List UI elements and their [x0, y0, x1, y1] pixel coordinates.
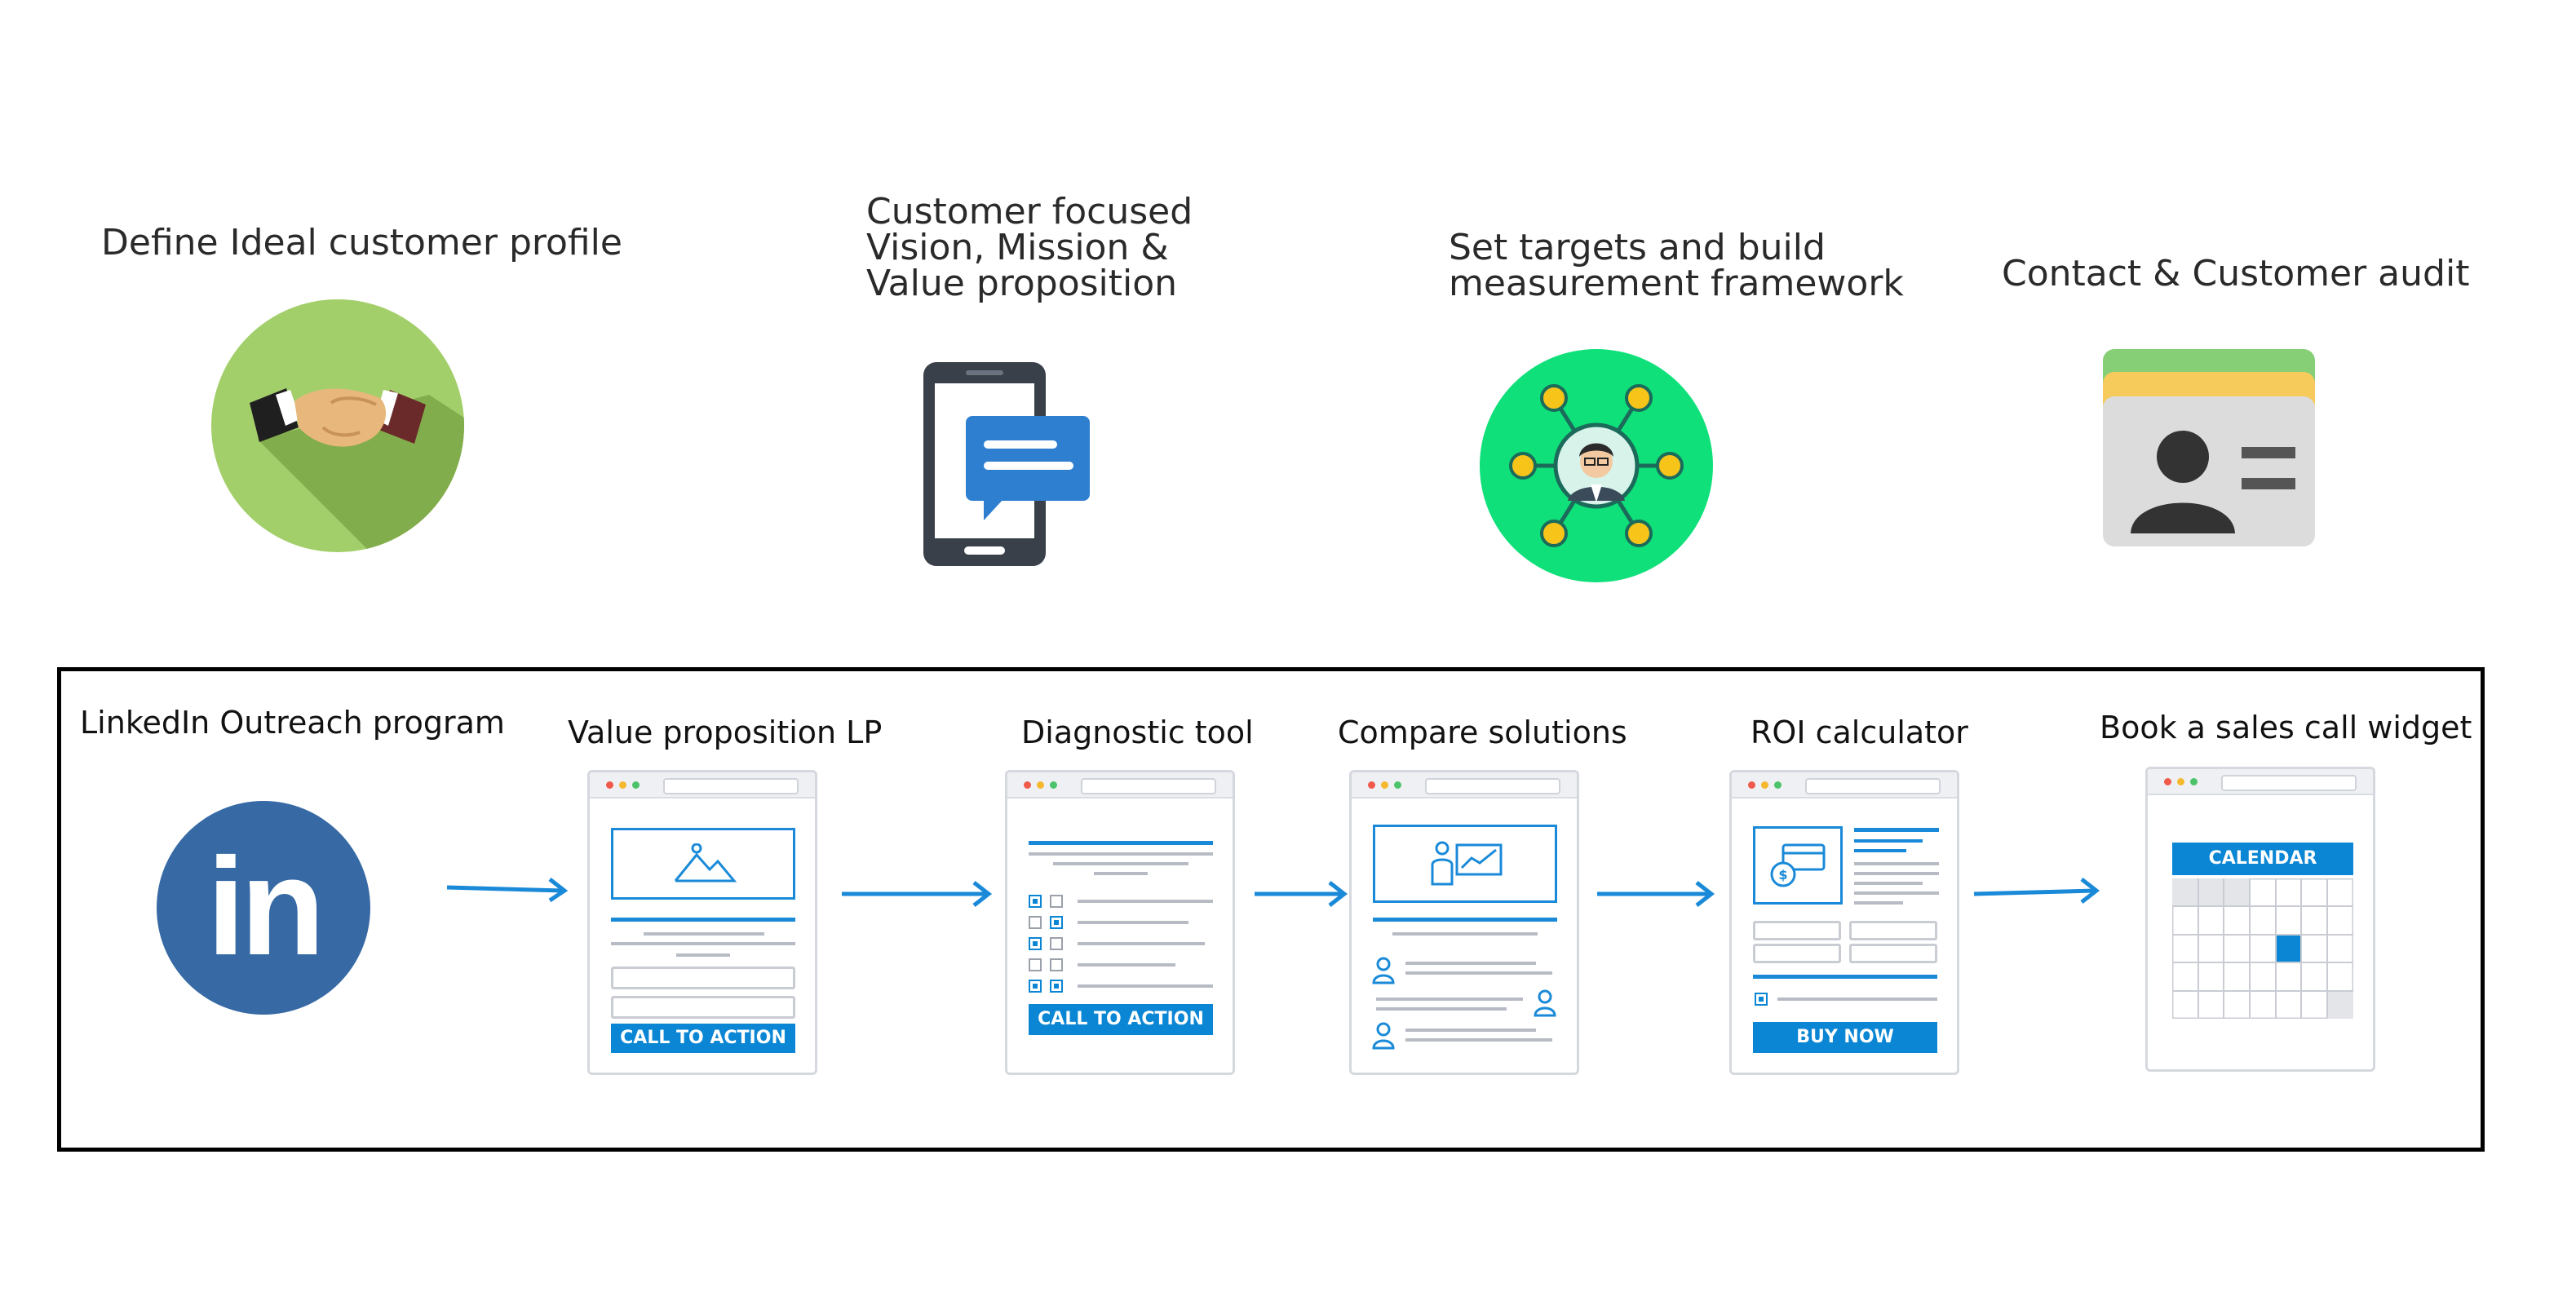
customer-journey-frame [57, 667, 2485, 1152]
step-title-audit: Contact & Customer audit [2002, 256, 2469, 292]
landing-page-icon: CALL TO ACTION [587, 770, 817, 1075]
step-title-line: Set targets and build [1449, 227, 1826, 268]
calendar-grid [2172, 878, 2353, 1019]
browser-bar [1732, 772, 1957, 798]
step-title-vision: Customer focused Vision, Mission & Value… [866, 194, 1193, 302]
step-title-line: measurement framework [1449, 263, 1904, 304]
flow-title-booking: Book a sales call widget [2100, 710, 2472, 745]
flow-arrow-2 [842, 881, 993, 907]
compare-page-icon [1349, 770, 1579, 1075]
payment-placeholder: $ [1753, 826, 1843, 905]
flow-title-value-lp: Value proposition LP [568, 714, 883, 750]
smartphone-chat-icon [923, 362, 1090, 566]
browser-bar [590, 772, 815, 798]
presentation-placeholder [1373, 825, 1557, 903]
handshake-icon [211, 299, 464, 552]
calculator-page-icon: $ BUY NOW [1729, 770, 1959, 1075]
linkedin-icon: in [157, 801, 370, 1015]
image-placeholder [611, 828, 795, 900]
flow-title-roi: ROI calculator [1751, 714, 1968, 750]
flow-title-compare: Compare solutions [1338, 714, 1627, 750]
call-to-action-button: CALL TO ACTION [1029, 1004, 1213, 1035]
step-title-line: Define Ideal customer profile [101, 222, 622, 263]
flow-arrow-3 [1255, 881, 1348, 907]
buy-now-button: BUY NOW [1753, 1022, 1937, 1053]
step-title-line: Value proposition [866, 263, 1178, 304]
step-title-line: Contact & Customer audit [2002, 253, 2470, 294]
calendar-page-icon: CALENDAR [2145, 767, 2375, 1072]
contact-card-icon [2103, 349, 2315, 546]
flow-title-diagnostic: Diagnostic tool [1021, 714, 1254, 750]
flow-arrow-5 [1973, 878, 2100, 904]
flow-arrow-4 [1597, 881, 1715, 907]
step-title-line: Vision, Mission & [866, 227, 1169, 268]
step-title-line: Customer focused [866, 191, 1193, 232]
flow-arrow-1 [446, 878, 569, 903]
browser-bar [1007, 772, 1233, 798]
browser-bar [1352, 772, 1577, 798]
network-person-icon [1480, 349, 1713, 582]
checklist-page-icon: CALL TO ACTION [1005, 770, 1235, 1075]
linkedin-logo-text: in [206, 829, 325, 984]
calendar-header: CALENDAR [2172, 843, 2353, 875]
browser-bar [2148, 769, 2373, 795]
flow-title-linkedin: LinkedIn Outreach program [80, 705, 505, 741]
step-title-icp: Define Ideal customer profile [101, 225, 622, 261]
step-title-targets: Set targets and build measurement framew… [1449, 230, 1904, 302]
svg-text:$: $ [1778, 867, 1787, 883]
call-to-action-button: CALL TO ACTION [611, 1024, 795, 1053]
